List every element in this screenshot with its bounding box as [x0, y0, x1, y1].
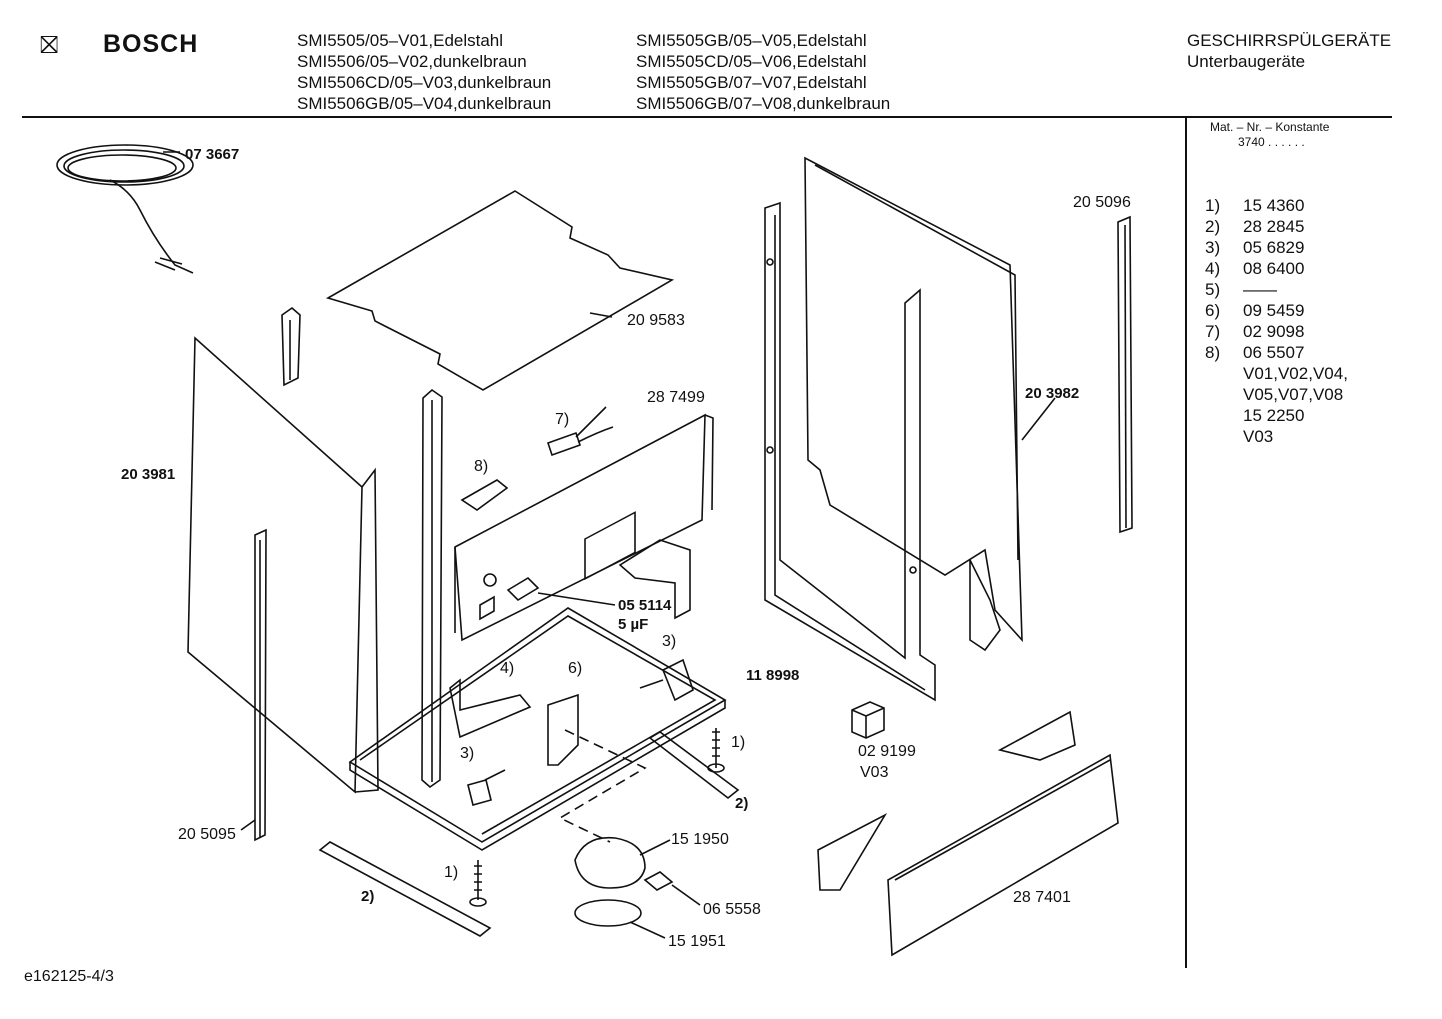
- label-cable: 07 3667: [185, 146, 240, 163]
- label-capacitor: 05 5114: [618, 597, 672, 614]
- bosch-logo-icon: ⛝: [40, 32, 59, 59]
- disc-drawing: [574, 899, 642, 927]
- label-kick-plate: 28 7401: [1013, 889, 1071, 906]
- label-pump-part: 15 1950: [671, 831, 729, 848]
- legend-item: 5)——: [1205, 280, 1277, 299]
- label-callout-1a: 1): [731, 734, 746, 751]
- model-line: SMI5506CD/05–V03,dunkelbraun: [297, 73, 552, 92]
- model-line: SMI5505CD/05–V06,Edelstahl: [636, 52, 867, 71]
- part-4-drawing: [449, 678, 532, 739]
- legend-item: 6)09 5459: [1205, 301, 1305, 320]
- category-subtitle: Unterbaugeräte: [1187, 52, 1306, 71]
- kick-plate-drawing: [887, 753, 1119, 957]
- label-base: 11 8998: [746, 667, 800, 684]
- part-7-drawing: [546, 431, 582, 457]
- right-strip-drawing: [1117, 215, 1133, 534]
- foot-bar-right-drawing: [648, 731, 740, 800]
- legend-title: Mat. – Nr. – Konstante: [1210, 120, 1330, 134]
- label-disc: 15 1951: [668, 933, 726, 950]
- capacitor-drawing: [506, 576, 540, 602]
- legend-item: 7)02 9098: [1205, 322, 1305, 341]
- legend-item: 4)08 6400: [1205, 259, 1305, 278]
- label-callout-8: 8): [474, 458, 489, 475]
- label-callout-2a: 2): [735, 795, 749, 812]
- legend-item-continued: V05,V07,V08: [1243, 385, 1344, 404]
- model-line: SMI5505GB/07–V07,Edelstahl: [636, 73, 867, 92]
- control-panel-drawing: [454, 413, 706, 642]
- label-strip-left: 20 5095: [178, 826, 236, 843]
- foot-bar-left-drawing: [318, 841, 492, 937]
- part-6-drawing: [547, 693, 579, 766]
- label-relay: 02 9199: [858, 743, 916, 760]
- screw-right-drawing: [712, 728, 720, 768]
- label-callout-3b: 3): [460, 745, 475, 762]
- label-callout-7: 7): [555, 411, 570, 428]
- label-callout-4: 4): [500, 660, 515, 677]
- duct-drawing: [618, 539, 691, 620]
- model-line: SMI5505/05–V01,Edelstahl: [297, 31, 504, 50]
- label-capacitor-value: 5 µF: [618, 616, 649, 633]
- door-frame-drawing: [764, 201, 936, 702]
- label-callout-1b: 1): [444, 864, 459, 881]
- legend-item: 3)05 6829: [1205, 238, 1305, 257]
- label-strip-right: 20 5096: [1073, 194, 1131, 211]
- models-column-1: SMI5505/05–V01,Edelstahl SMI5506/05–V02,…: [297, 30, 551, 114]
- left-side-panel-drawing: [187, 336, 363, 794]
- label-front-frame: 20 3982: [1025, 385, 1080, 402]
- models-column-2: SMI5505GB/05–V05,Edelstahl SMI5505CD/05–…: [636, 30, 890, 114]
- model-line: SMI5505GB/05–V05,Edelstahl: [636, 31, 867, 50]
- legend-item-continued: 15 2250: [1243, 406, 1305, 425]
- model-line: SMI5506GB/05–V04,dunkelbraun: [297, 94, 552, 113]
- footer-code: e162125-4/3: [24, 968, 114, 985]
- power-cable-drawing: [56, 144, 194, 274]
- front-column-drawing: [421, 388, 443, 789]
- label-top-cover: 20 9583: [627, 312, 685, 329]
- category-block: GESCHIRRSPÜLGERÄTE Unterbaugeräte: [1187, 30, 1391, 72]
- label-relay-variant: V03: [860, 764, 889, 781]
- legend-constant: 3740 . . . . . .: [1238, 135, 1305, 149]
- left-rail-drawing: [281, 306, 301, 387]
- label-callout-6: 6): [568, 660, 583, 677]
- legend-item-continued: V03: [1243, 427, 1274, 446]
- legend-item-continued: V01,V02,V04,: [1243, 364, 1348, 383]
- bracket-bottom-drawing: [817, 812, 888, 891]
- label-callout-2b: 2): [361, 888, 375, 905]
- bracket-top-drawing: [997, 710, 1076, 761]
- label-callout-3a: 3): [662, 633, 677, 650]
- label-valve: 06 5558: [703, 901, 761, 918]
- brand-name: BOSCH: [103, 30, 199, 58]
- top-cover-drawing: [325, 190, 675, 391]
- part-3-drawing-a: [661, 658, 694, 702]
- category-title: GESCHIRRSPÜLGERÄTE: [1187, 31, 1392, 50]
- rear-panel-drawing: [804, 156, 1023, 643]
- part-3-drawing-b: [467, 779, 492, 806]
- model-line: SMI5506/05–V02,dunkelbraun: [297, 52, 527, 71]
- label-side-panel-left: 20 3981: [121, 466, 176, 483]
- screw-left-drawing: [474, 860, 482, 900]
- model-line: SMI5506GB/07–V08,dunkelbraun: [636, 94, 891, 113]
- legend-item: 2)28 2845: [1205, 217, 1305, 236]
- pump-part-drawing: [574, 836, 646, 889]
- relay-drawing: [851, 701, 885, 739]
- label-control-panel: 28 7499: [647, 389, 705, 406]
- legend-item: 8)06 5507: [1205, 343, 1305, 362]
- part-8-drawing: [460, 479, 509, 511]
- legend-item: 1)15 4360: [1205, 196, 1305, 215]
- valve-drawing: [643, 871, 674, 891]
